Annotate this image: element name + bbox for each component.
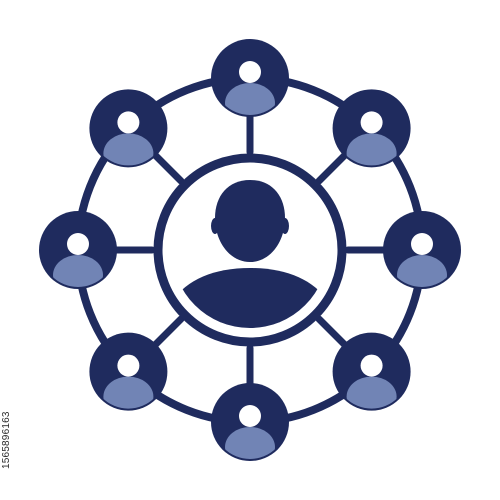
spoke-bottom-right: [315, 315, 349, 349]
user-node-bottom: [211, 383, 289, 461]
stock-id-label: 1565896163: [1, 411, 12, 469]
central-user-right-ear: [281, 218, 289, 234]
user-node-top-left: [89, 89, 168, 168]
user-node-head: [411, 233, 433, 255]
spoke-bottom-left: [151, 315, 185, 349]
spoke-top-right: [315, 151, 349, 185]
user-node-head: [360, 354, 383, 377]
spoke-top-left: [151, 151, 185, 185]
user-node-head: [117, 354, 140, 377]
user-node-head: [67, 233, 89, 255]
central-user-head: [215, 180, 285, 262]
user-node-left: [39, 211, 117, 289]
peripheral-nodes: [39, 39, 461, 461]
user-node-head: [239, 405, 261, 427]
user-node-head: [117, 111, 140, 134]
user-node-bottom-left: [89, 332, 168, 411]
central-user-left-ear: [211, 218, 219, 234]
central-user: [153, 153, 347, 347]
user-node-top: [211, 39, 289, 117]
user-node-head: [360, 111, 383, 134]
user-node-right: [383, 211, 461, 289]
user-node-bottom-right: [332, 332, 411, 411]
user-node-head: [239, 61, 261, 83]
user-node-top-right: [332, 89, 411, 168]
